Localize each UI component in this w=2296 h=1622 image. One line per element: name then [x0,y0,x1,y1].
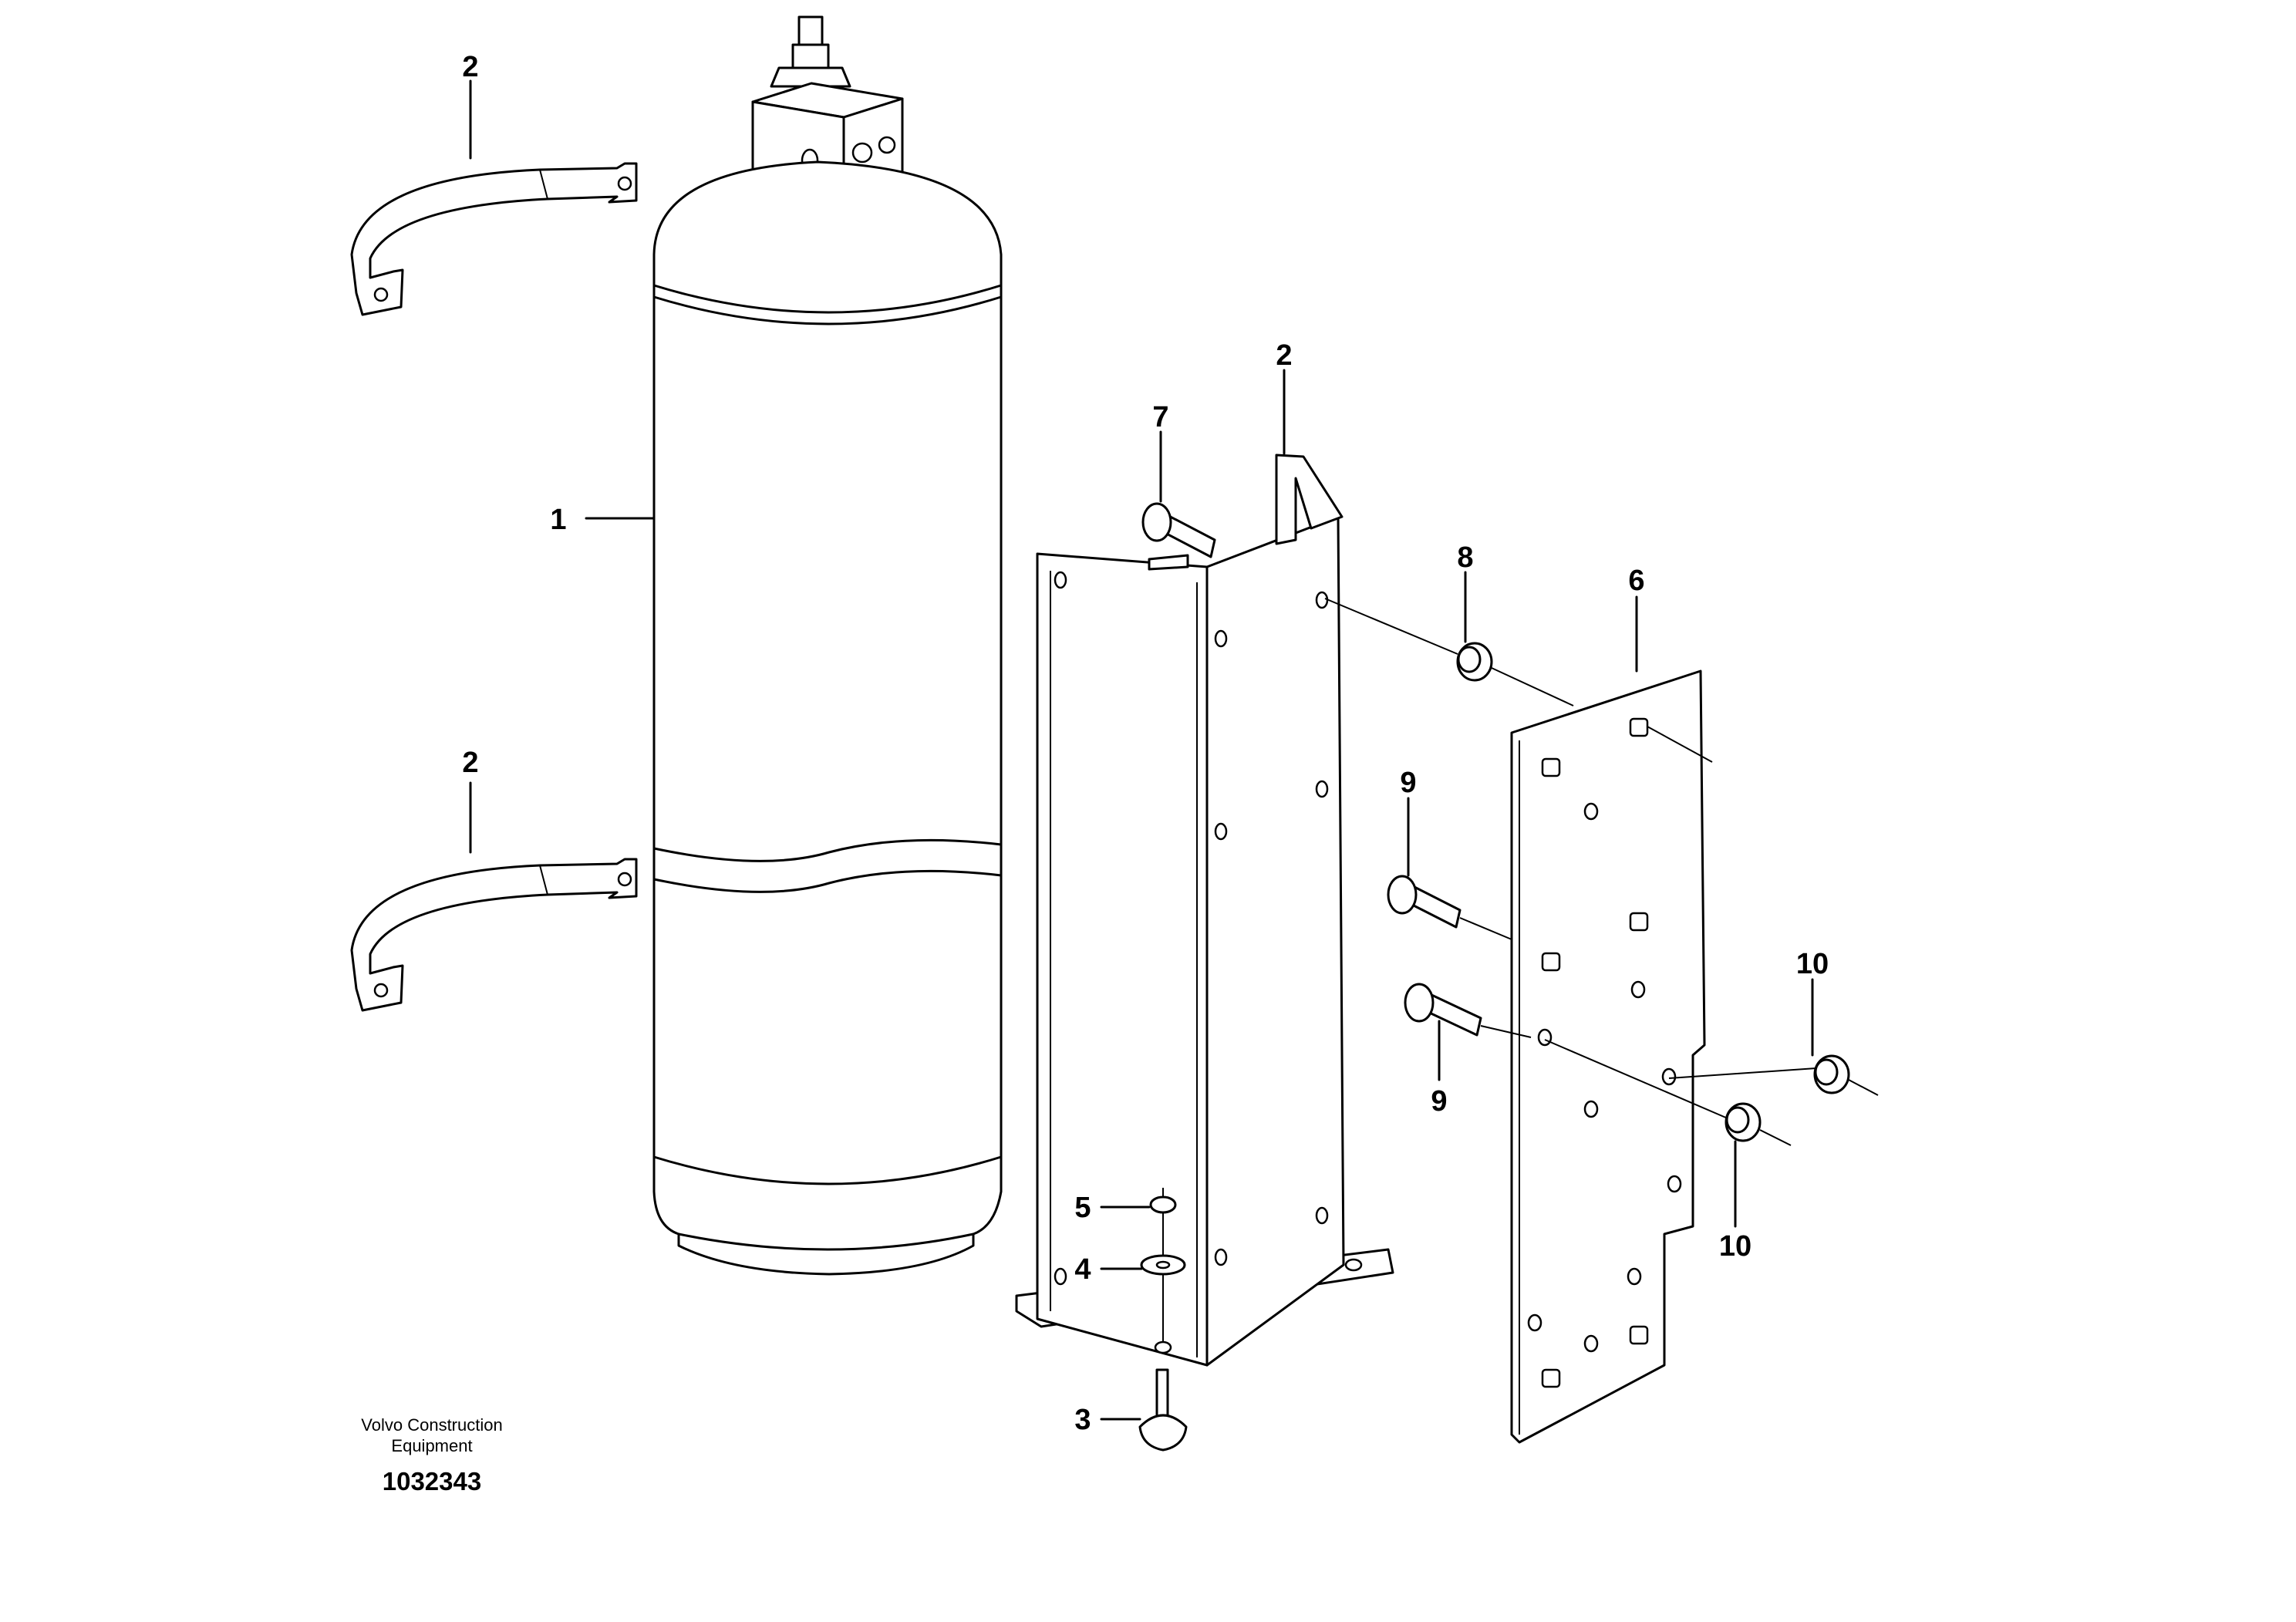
spacer-10-lower [1725,1102,1762,1142]
callout-1: 1 [550,504,566,536]
bolt-9-upper [1387,875,1462,929]
caption-company-line1: Volvo Construction [361,1415,502,1435]
nut-5 [1149,1195,1177,1214]
bolt-7 [1141,502,1216,558]
callout-5: 5 [1074,1192,1091,1224]
callout-9-upper: 9 [1400,767,1416,799]
callout-labels: 1 2 2 2 7 8 6 9 9 10 10 5 4 3 [462,51,1829,1436]
spacer-10-upper [1813,1054,1850,1094]
callout-8: 8 [1457,541,1473,574]
clamp-bottom [350,858,638,1012]
drawing-caption: Volvo Construction Equipment 1032343 [361,1415,502,1496]
callout-7: 7 [1152,401,1168,433]
callout-3: 3 [1074,1404,1091,1436]
washer-4 [1140,1254,1186,1276]
callout-9-lower: 9 [1431,1085,1447,1118]
spacer-8 [1456,642,1493,682]
callout-4: 4 [1074,1253,1091,1286]
callout-2-bracket-clamp: 2 [1276,339,1292,372]
callout-6: 6 [1628,565,1644,597]
fire-extinguisher-cylinder [652,15,1003,1276]
screw-3 [1138,1368,1188,1452]
assembly-lines [1162,598,1879,1342]
mounting-bracket [1015,454,1394,1367]
caption-company-line2: Equipment [391,1436,472,1455]
drawing-number: 1032343 [383,1467,481,1496]
callout-10-upper: 10 [1796,948,1829,980]
clamp-top [350,162,638,316]
callout-2-bottom-clamp: 2 [462,747,478,779]
callout-2-top-clamp: 2 [462,51,478,83]
callout-leaders [469,79,1814,1421]
callout-10-lower: 10 [1719,1230,1752,1263]
bolt-9-lower [1404,983,1482,1037]
mounting-plate [1510,669,1706,1444]
